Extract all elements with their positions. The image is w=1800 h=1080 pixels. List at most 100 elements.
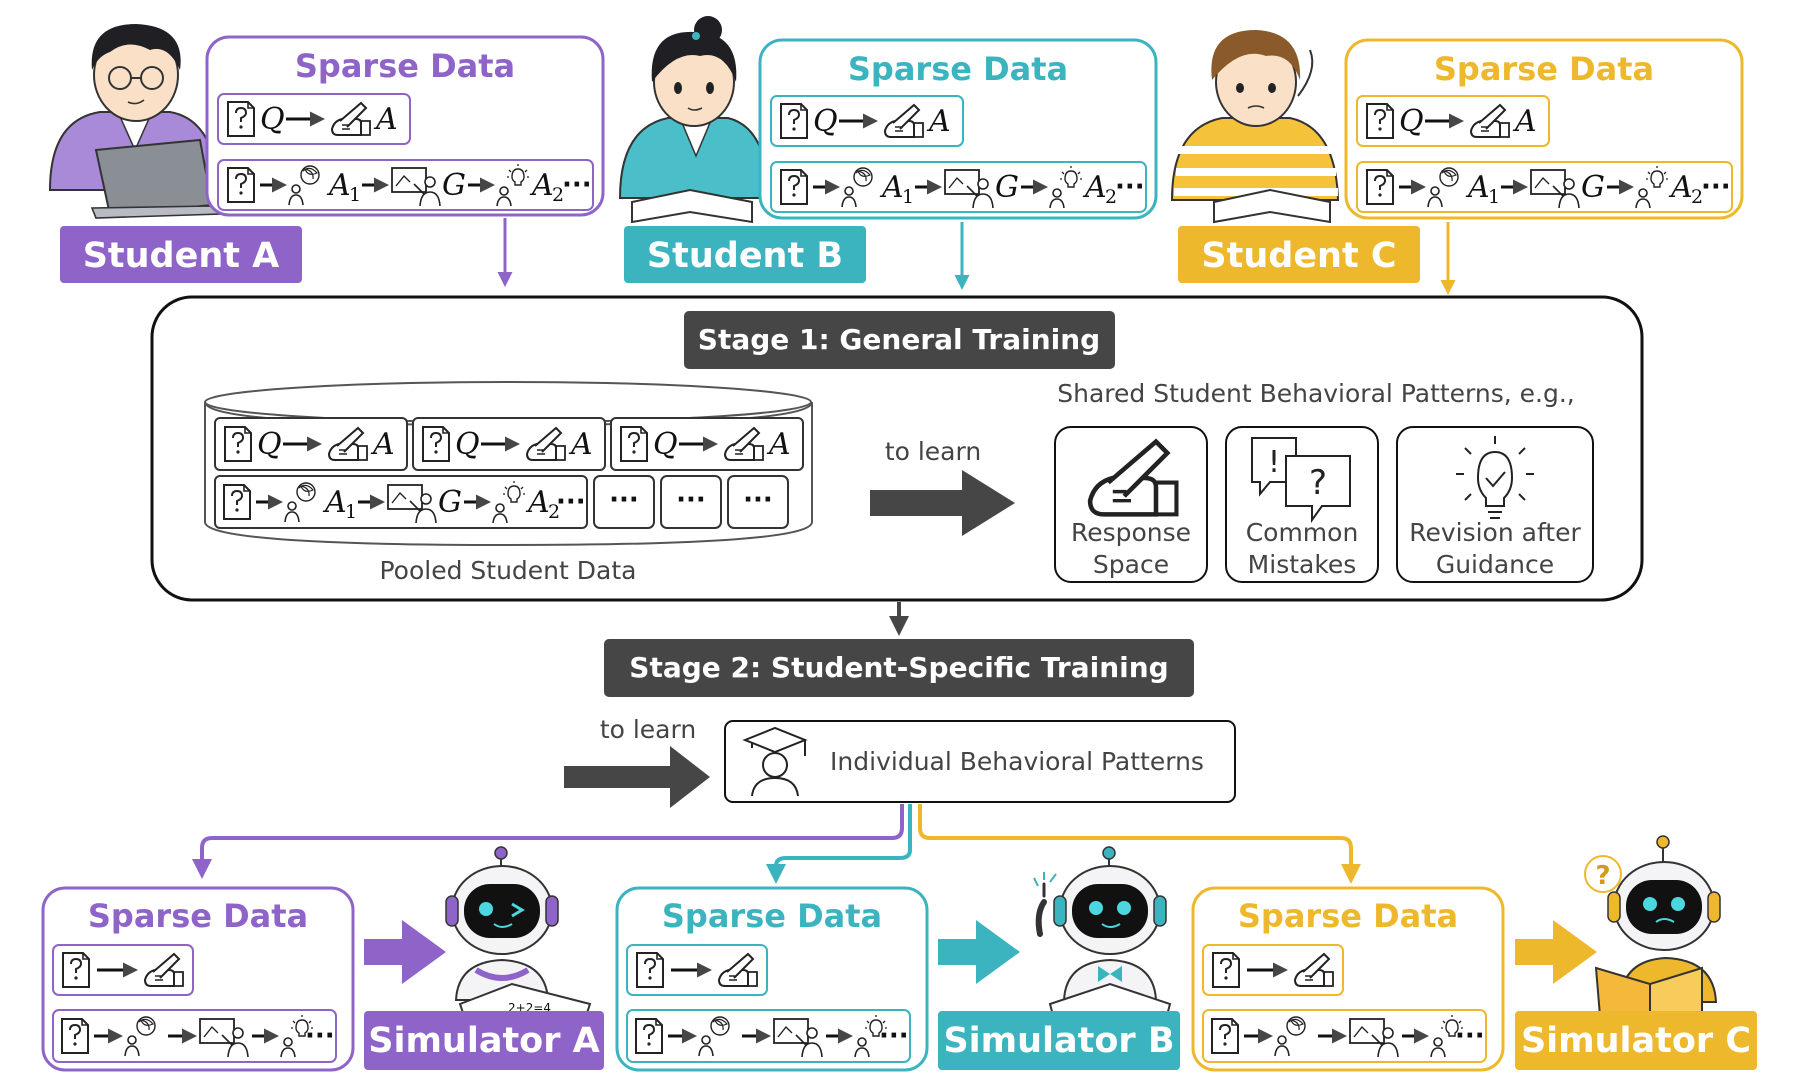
svg-text:···: ···: [1115, 172, 1145, 202]
a1-symbol: A: [326, 168, 351, 203]
svg-text:?: ?: [1309, 463, 1327, 503]
svg-text:A: A: [766, 427, 791, 462]
simulator-c-arrow: [1515, 920, 1597, 984]
simulator-c-robot: ?: [1584, 835, 1721, 1032]
svg-text:1: 1: [902, 186, 914, 208]
svg-text:A: A: [926, 104, 951, 139]
student-a-sparse-title: Sparse Data: [295, 47, 515, 85]
svg-text:···: ···: [743, 485, 773, 515]
simulator-a-sparse-title: Sparse Data: [88, 897, 308, 935]
svg-text:1: 1: [349, 184, 361, 206]
stage2-to-learn: to learn: [600, 715, 696, 744]
simulator-c-name: Simulator C: [1521, 1021, 1751, 1061]
svg-text:···: ···: [1455, 1021, 1485, 1051]
stage1-big-arrow: [870, 470, 1015, 536]
svg-text:2: 2: [1105, 186, 1117, 208]
student-b-badge: Student B: [624, 226, 866, 283]
simulator-b-sparse-box: Sparse Data ···: [615, 886, 929, 1072]
student-a-badge: Student A: [60, 226, 302, 283]
svg-text:A: A: [1668, 170, 1693, 205]
distribute-arrow-c: [918, 804, 1361, 884]
speech-bubbles-icon: ! ?: [1251, 437, 1351, 524]
svg-text:2: 2: [1691, 186, 1703, 208]
student-b-illustration: [618, 16, 770, 224]
simulator-c-sparse-box: Sparse Data ···: [1191, 886, 1505, 1072]
svg-text:Common: Common: [1246, 518, 1359, 547]
stage1-header: Stage 1: General Training: [684, 311, 1115, 369]
simulator-c-sparse-title: Sparse Data: [1238, 897, 1458, 935]
svg-text:!: !: [1268, 445, 1280, 480]
simulator-b-sparse-title: Sparse Data: [662, 897, 882, 935]
graduate-icon: [742, 726, 808, 797]
simulator-c-badge: Simulator C: [1515, 1011, 1757, 1070]
svg-text:Q: Q: [257, 427, 282, 462]
distribute-arrow-a: [192, 804, 904, 879]
svg-text:2: 2: [552, 184, 564, 206]
student-a-illustration: [48, 24, 222, 219]
stage2-big-arrow: [564, 746, 710, 808]
svg-text:A: A: [370, 427, 395, 462]
student-c-badge: Student C: [1178, 226, 1420, 283]
stage1-title: Stage 1: General Training: [698, 323, 1100, 356]
svg-text:···: ···: [556, 487, 586, 517]
pattern-common-mistakes: ! ? Common Mistakes: [1225, 426, 1379, 583]
svg-text:A: A: [322, 485, 347, 520]
q-symbol: Q: [260, 102, 285, 137]
student-b-sparse-box: Sparse Data Q A A 1 G A 2 ···: [758, 38, 1158, 220]
svg-text:A: A: [879, 170, 904, 205]
svg-text:Q: Q: [813, 104, 838, 139]
shared-patterns-title: Shared Student Behavioral Patterns, e.g.…: [1057, 379, 1575, 408]
student-c-name: Student C: [1201, 236, 1396, 276]
simulator-b-name: Simulator B: [943, 1021, 1174, 1061]
simulator-b-robot: [1033, 846, 1172, 1036]
svg-text:1: 1: [345, 501, 357, 523]
student-b-name: Student B: [647, 236, 843, 276]
svg-text:···: ···: [1701, 172, 1731, 202]
a2-symbol: A: [529, 168, 554, 203]
svg-text:2: 2: [548, 501, 560, 523]
simulator-a-arrow: [364, 920, 446, 984]
simulator-a-badge: Simulator A: [364, 1011, 604, 1070]
svg-text:A: A: [1082, 170, 1107, 205]
simulator-a-name: Simulator A: [368, 1021, 600, 1061]
simulator-a-robot: 2+2=4: [445, 846, 592, 1036]
lightbulb-icon: [1456, 436, 1534, 519]
svg-text:A: A: [568, 427, 593, 462]
svg-text:G: G: [995, 170, 1019, 205]
svg-text:A: A: [525, 485, 550, 520]
distribute-arrow-b: [766, 804, 912, 884]
svg-text:···: ···: [609, 485, 639, 515]
svg-text:Q: Q: [653, 427, 678, 462]
svg-text:G: G: [1581, 170, 1605, 205]
pattern-revision-after-guidance: Revision after Guidance: [1396, 426, 1594, 583]
simulator-b-badge: Simulator B: [938, 1011, 1180, 1070]
svg-text:?: ?: [1595, 861, 1610, 891]
individual-patterns-box: Individual Behavioral Patterns: [724, 720, 1236, 803]
svg-text:···: ···: [879, 1021, 909, 1051]
svg-text:···: ···: [305, 1021, 335, 1051]
pooled-data-label: Pooled Student Data: [380, 556, 637, 585]
svg-text:···: ···: [676, 485, 706, 515]
svg-text:A: A: [1512, 104, 1537, 139]
student-c-sparse-box: Sparse Data Q A A 1 G A 2 ···: [1344, 38, 1744, 220]
svg-text:Mistakes: Mistakes: [1248, 550, 1357, 579]
pooled-data-cylinder: Q A Q A Q A A 1 G A 2 ··· ··· ··· ·: [204, 381, 813, 547]
student-c-illustration: [1170, 30, 1340, 224]
student-b-sparse-title: Sparse Data: [848, 50, 1068, 88]
stage2-header: Stage 2: Student-Specific Training: [604, 639, 1194, 697]
svg-text:Space: Space: [1093, 550, 1169, 579]
svg-text:A: A: [1465, 170, 1490, 205]
a-symbol: A: [373, 102, 398, 137]
simulator-a-sparse-box: Sparse Data ···: [41, 886, 355, 1072]
svg-text:···: ···: [562, 170, 592, 200]
svg-text:Guidance: Guidance: [1436, 550, 1554, 579]
svg-text:Q: Q: [1399, 104, 1424, 139]
student-a-name: Student A: [83, 236, 280, 276]
student-a-sparse-box: Sparse Data Q A A 1 G A 2 ···: [205, 35, 605, 217]
simulator-b-arrow: [938, 920, 1020, 984]
svg-text:Response: Response: [1071, 518, 1191, 547]
pattern-response-space: Response Space: [1054, 426, 1208, 583]
individual-patterns-label: Individual Behavioral Patterns: [830, 747, 1204, 776]
svg-text:G: G: [438, 485, 462, 520]
